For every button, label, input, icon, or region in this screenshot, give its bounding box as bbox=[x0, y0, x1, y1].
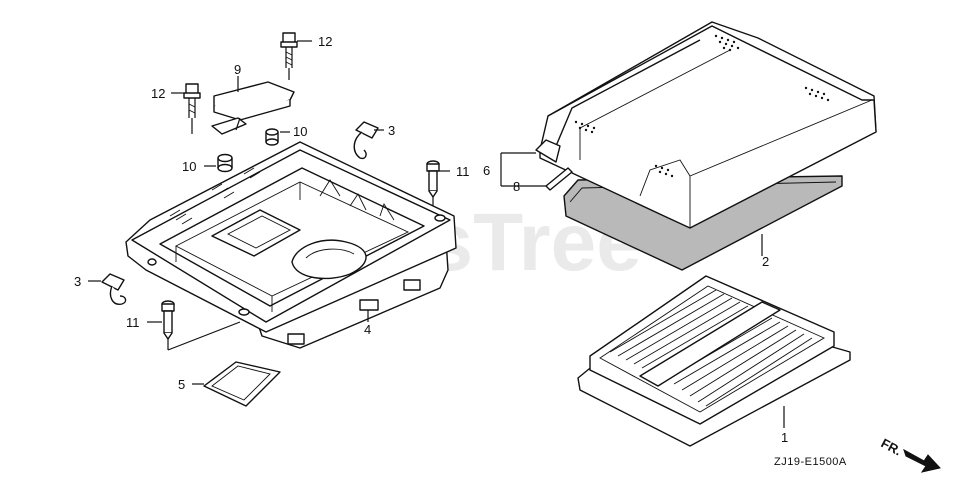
bolt-12-upper[interactable] bbox=[280, 32, 312, 80]
vent-dots-right bbox=[804, 86, 830, 102]
screw-11-left[interactable] bbox=[147, 300, 241, 351]
bolt-12-left[interactable] bbox=[171, 83, 201, 134]
pin-8[interactable] bbox=[501, 167, 573, 191]
callout-1: 1 bbox=[781, 430, 788, 445]
vent-dots-left bbox=[574, 120, 596, 134]
callout-12-left: 12 bbox=[151, 86, 165, 101]
vent-dots-upper bbox=[714, 34, 740, 52]
bracket-plate-9[interactable] bbox=[211, 76, 295, 135]
clip-3-upper[interactable] bbox=[353, 121, 384, 160]
front-direction-indicator: FR. bbox=[879, 435, 941, 473]
vent-dots-front bbox=[654, 164, 674, 178]
callout-11-left: 11 bbox=[126, 315, 140, 330]
callout-10-lower: 10 bbox=[182, 159, 196, 174]
callout-2: 2 bbox=[762, 254, 769, 269]
callout-11-right: 11 bbox=[456, 164, 470, 179]
filter-element-1[interactable] bbox=[577, 275, 851, 447]
callout-6: 6 bbox=[483, 163, 490, 178]
cover-6[interactable] bbox=[500, 21, 877, 229]
callout-3-upper: 3 bbox=[388, 123, 395, 138]
clip-3-lower[interactable] bbox=[88, 273, 127, 305]
callout-12-upper: 12 bbox=[318, 34, 332, 49]
callout-9: 9 bbox=[234, 62, 241, 77]
grommet-10-lower[interactable] bbox=[204, 153, 233, 173]
callout-5: 5 bbox=[178, 377, 185, 392]
front-arrow-icon bbox=[903, 448, 941, 473]
gasket-5[interactable] bbox=[192, 361, 281, 407]
callout-8: 8 bbox=[513, 179, 520, 194]
case-4[interactable] bbox=[125, 141, 457, 349]
screw-11-right[interactable] bbox=[426, 160, 450, 212]
diagram-code: ZJ19-E1500A bbox=[774, 456, 847, 468]
callout-4: 4 bbox=[364, 322, 371, 337]
callout-3-lower: 3 bbox=[74, 274, 81, 289]
front-label: FR. bbox=[879, 435, 905, 458]
callout-10-upper: 10 bbox=[293, 124, 307, 139]
grommet-10-upper[interactable] bbox=[265, 128, 290, 146]
